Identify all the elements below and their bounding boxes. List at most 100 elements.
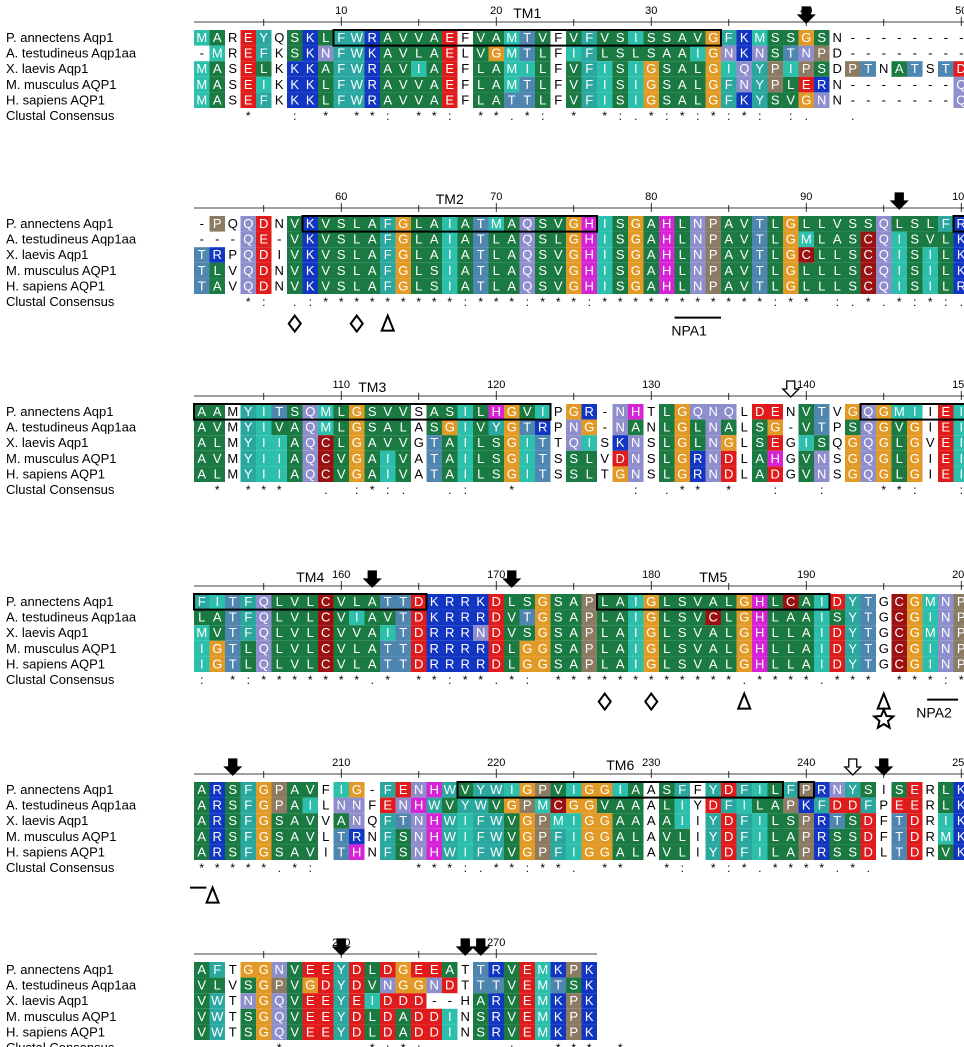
residue-letter: V [507, 1024, 516, 1039]
residue-letter: Y [492, 420, 501, 435]
residue-letter: V [414, 77, 423, 92]
residue-letter: A [569, 656, 578, 671]
residue-letter: I [634, 625, 638, 640]
residue-letter: A [802, 656, 811, 671]
residue-letter: V [337, 466, 346, 481]
residue-cell [473, 216, 489, 232]
residue-letter: A [616, 625, 625, 640]
species-label: M. musculus AQP1 [6, 641, 117, 656]
consensus-symbol: * [804, 295, 809, 309]
residue-cell [674, 247, 690, 263]
residue-cell [349, 231, 365, 248]
consensus-symbol: . [402, 483, 405, 497]
residue-letter: Y [337, 1024, 346, 1039]
residue-letter: A [290, 466, 299, 481]
residue-letter: L [663, 798, 670, 813]
residue-letter: D [957, 61, 964, 76]
consensus-symbol: * [246, 861, 251, 875]
residue-cell [380, 92, 396, 108]
residue-letter: D [492, 610, 501, 625]
residue-letter: T [787, 46, 795, 61]
consensus-symbol: * [323, 673, 328, 687]
residue-letter: P [957, 641, 964, 656]
npa2-label: NPA2 [916, 705, 952, 721]
residue-letter: M [537, 978, 548, 993]
residue-letter: L [353, 263, 360, 278]
diamond-icon [287, 313, 302, 334]
residue-letter: V [941, 844, 950, 859]
residue-letter: A [368, 625, 377, 640]
residue-letter: A [724, 247, 733, 262]
residue-letter: T [229, 625, 237, 640]
residue-letter: M [754, 30, 765, 45]
residue-letter: N [275, 263, 284, 278]
residue-letter: A [197, 844, 206, 859]
residue-letter: V [290, 247, 299, 262]
residue-letter: E [895, 798, 904, 813]
residue-letter: I [897, 247, 901, 262]
residue-letter: L [942, 798, 949, 813]
residue-letter: E [523, 1009, 532, 1024]
residue-letter: I [959, 404, 963, 419]
residue-letter: L [694, 61, 701, 76]
residue-letter: A [197, 813, 206, 828]
consensus-symbol: * [711, 295, 716, 309]
residue-letter: K [368, 46, 377, 61]
residue-letter: V [228, 278, 237, 293]
ruler-number: 220 [487, 757, 505, 769]
residue-letter: R [430, 641, 439, 656]
residue-letter: G [879, 610, 889, 625]
consensus-symbol: * [633, 295, 638, 309]
residue-cell [240, 247, 256, 263]
residue-letter: M [196, 77, 207, 92]
consensus-symbol: . [603, 1041, 606, 1047]
residue-letter: H [430, 813, 439, 828]
residue-cell [411, 30, 427, 46]
residue-letter: M [506, 30, 517, 45]
residue-letter: G [879, 594, 889, 609]
residue-letter: P [585, 594, 594, 609]
residue-letter: P [569, 962, 578, 977]
residue-letter: - [928, 30, 932, 45]
consensus-symbol: * [711, 861, 716, 875]
residue-cell [705, 45, 721, 62]
residue-cell [736, 216, 752, 232]
residue-letter: V [399, 77, 408, 92]
consensus-symbol: * [711, 673, 716, 687]
residue-letter: T [477, 263, 485, 278]
residue-cell [814, 61, 830, 77]
residue-letter: A [802, 594, 811, 609]
residue-cell [628, 216, 644, 232]
residue-letter: S [244, 1024, 253, 1039]
residue-letter: G [352, 451, 362, 466]
residue-letter: L [663, 435, 670, 450]
residue-cell [318, 30, 334, 46]
residue-letter: T [818, 404, 826, 419]
residue-letter: H [662, 263, 671, 278]
residue-letter: A [631, 798, 640, 813]
residue-letter: N [631, 435, 640, 450]
residue-letter: C [321, 466, 330, 481]
residue-cell [876, 231, 892, 248]
residue-letter: G [879, 420, 889, 435]
residue-letter: G [352, 404, 362, 419]
consensus-label: Clustal Consensus [6, 108, 115, 123]
residue-letter: D [414, 993, 423, 1008]
residue-letter: A [383, 30, 392, 45]
consensus-symbol: * [416, 861, 421, 875]
residue-letter: L [679, 232, 686, 247]
residue-cell [721, 92, 737, 108]
residue-letter: V [321, 278, 330, 293]
residue-letter: I [215, 594, 219, 609]
residue-letter: E [910, 782, 919, 797]
consensus-symbol: . [371, 673, 374, 687]
residue-letter: R [693, 451, 702, 466]
residue-letter: N [709, 420, 718, 435]
residue-cell [535, 247, 551, 263]
residue-letter: T [756, 216, 764, 231]
residue-letter: A [647, 263, 656, 278]
residue-letter: E [321, 993, 330, 1008]
residue-letter: K [306, 216, 315, 231]
residue-letter: T [399, 625, 407, 640]
residue-letter: T [430, 435, 438, 450]
